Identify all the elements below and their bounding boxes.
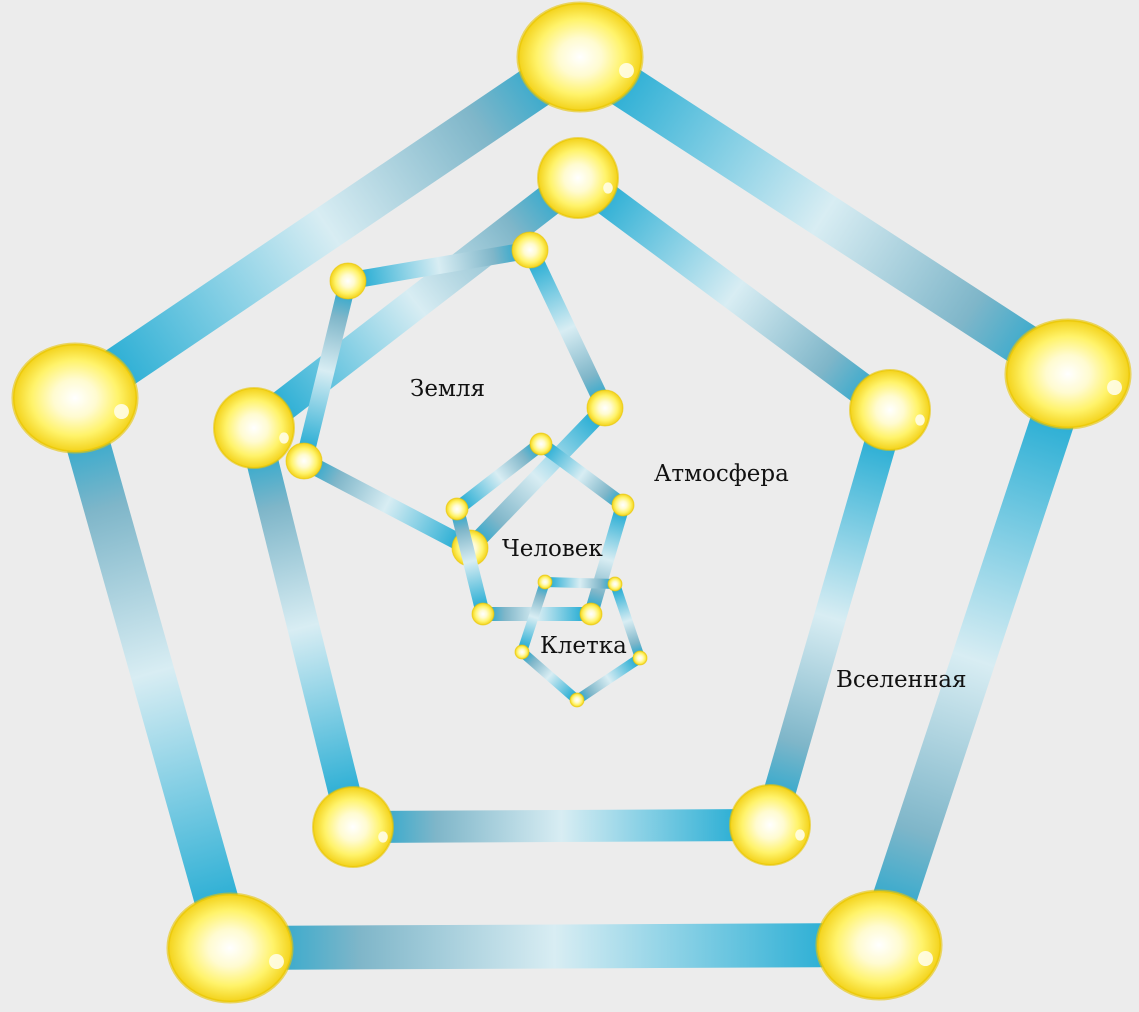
cell-pentagon-edge-4	[517, 580, 550, 654]
universe-pentagon	[11, 1, 1132, 1004]
earth-pentagon-edge-1	[522, 246, 613, 412]
atmosphere-pentagon-node-5	[213, 387, 295, 469]
cell-pentagon-edge-3	[518, 648, 581, 704]
atmosphere-pentagon-node-3	[729, 784, 811, 866]
universe-pentagon-edge-1	[568, 38, 1080, 393]
cell-pentagon-node-2	[632, 650, 648, 666]
universe-pentagon-node-3	[815, 889, 943, 1001]
earth-pentagon-node-5	[329, 262, 367, 300]
label-human: Человек	[502, 536, 603, 562]
human-pentagon-node-1	[529, 432, 553, 456]
label-cell: Клетка	[540, 633, 627, 659]
earth-pentagon-edge-3	[300, 453, 474, 556]
atmosphere-pentagon-node-2	[849, 369, 931, 451]
earth-pentagon-edge-4	[295, 278, 357, 464]
earth-pentagon-node-2	[586, 389, 624, 427]
cell-pentagon-node-4	[514, 644, 530, 660]
earth-pentagon	[285, 231, 624, 567]
human-pentagon-node-2	[611, 493, 635, 517]
atmosphere-pentagon-edge-2	[754, 405, 906, 830]
cell-pentagon	[514, 574, 648, 708]
label-earth: Земля	[410, 376, 485, 402]
earth-pentagon-node-1	[511, 231, 549, 269]
cell-pentagon-node-5	[537, 574, 553, 590]
cell-pentagon-node-1	[607, 576, 623, 592]
universe-pentagon-edge-3	[229, 923, 880, 970]
earth-pentagon-edge-2	[463, 402, 612, 554]
atmosphere-pentagon-edge-1	[568, 165, 900, 423]
label-universe: Вселенная	[836, 667, 967, 693]
earth-pentagon-edge-5	[346, 241, 532, 290]
universe-pentagon-edge-4	[53, 392, 252, 954]
human-pentagon-edge-4	[450, 507, 490, 616]
human-pentagon-edge-1	[536, 438, 628, 511]
atmosphere-pentagon-node-4	[312, 786, 394, 868]
label-atmosphere: Атмосфера	[654, 461, 789, 487]
cell-pentagon-edge-5	[544, 577, 616, 589]
atmosphere-pentagon-node-1	[537, 137, 619, 219]
universe-pentagon-node-4	[166, 892, 294, 1004]
universe-pentagon-node-5	[11, 342, 139, 454]
human-pentagon-node-5	[445, 497, 469, 521]
cell-pentagon-edge-2	[574, 653, 643, 705]
atmosphere-pentagon-edge-4	[238, 424, 369, 831]
universe-pentagon-node-1	[516, 1, 644, 113]
cell-pentagon-edge-1	[610, 582, 645, 660]
earth-pentagon-node-4	[285, 442, 323, 480]
universe-pentagon-edge-5	[62, 38, 593, 417]
human-pentagon-node-4	[471, 602, 495, 626]
human-pentagon-edge-2	[584, 503, 630, 616]
atmosphere-pentagon-edge-3	[352, 809, 771, 843]
human-pentagon-edge-5	[452, 438, 546, 515]
universe-pentagon-edge-2	[858, 367, 1089, 952]
atmosphere-pentagon-edge-5	[244, 165, 588, 441]
cell-pentagon-node-3	[569, 692, 585, 708]
atmosphere-pentagon	[213, 137, 931, 868]
universe-pentagon-node-2	[1004, 318, 1132, 430]
human-pentagon-node-3	[579, 602, 603, 626]
